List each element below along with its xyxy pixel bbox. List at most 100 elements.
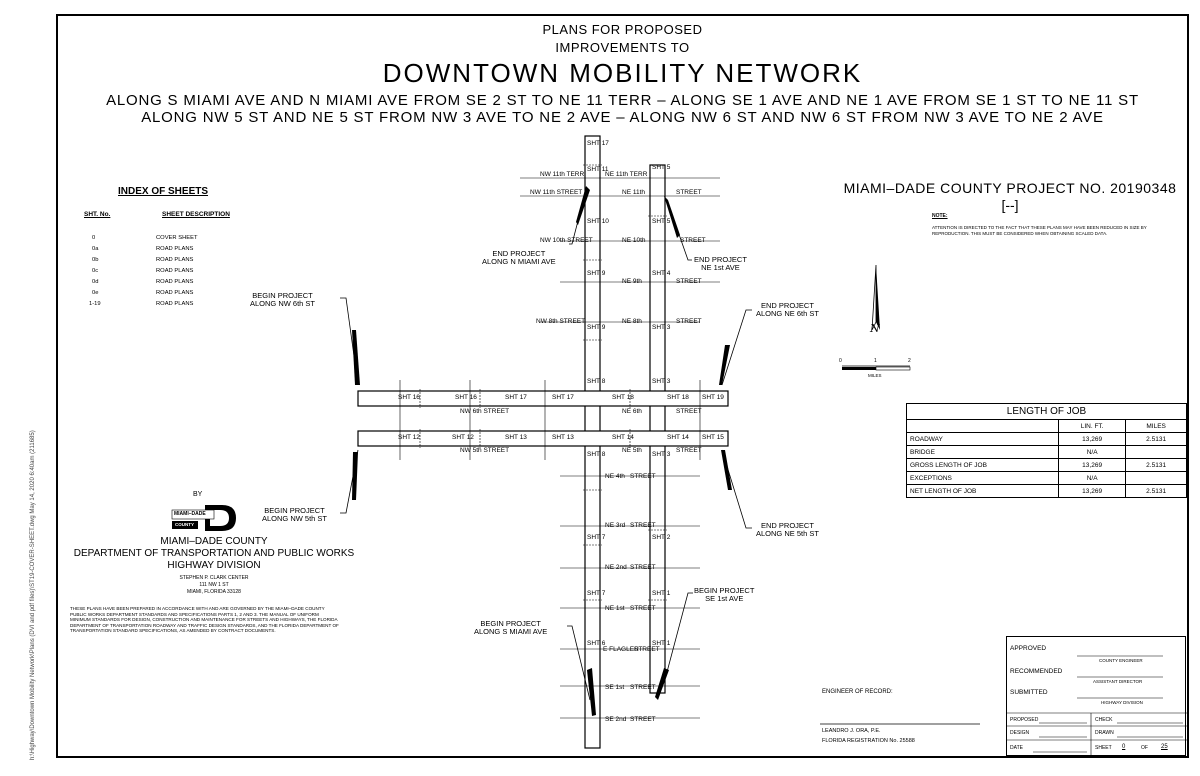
- index-row-no: 0: [92, 235, 96, 241]
- index-row-no: 0e: [92, 290, 99, 296]
- street-label: NW 10th STREET: [540, 237, 593, 244]
- col-lin-ft: LIN. FT.: [1057, 419, 1127, 433]
- row-ft: 13,269: [1057, 432, 1127, 446]
- sheet-label: SHT 18: [612, 394, 634, 401]
- label-line: ALONG NW 6th ST: [250, 299, 316, 308]
- sheet-label: SHT 15: [702, 434, 724, 441]
- row-miles: 2.5131: [1125, 484, 1187, 498]
- submitted-label: SUBMITTED: [1010, 689, 1048, 696]
- project-number-bracket: [--]: [1001, 197, 1019, 213]
- table-row: EXCEPTIONS N/A: [906, 471, 1187, 485]
- street-label: STREET: [630, 564, 656, 571]
- street-label: NE 3rd: [605, 522, 626, 529]
- label-line: BEGIN PROJECT: [252, 291, 313, 300]
- label-line: END PROJECT: [761, 301, 814, 310]
- index-row-desc: ROAD PLANS: [156, 279, 194, 285]
- street-label: SE 2nd: [605, 716, 627, 723]
- engineer-name: LEANDRO J. ORA, P.E.: [822, 728, 881, 734]
- sheet-label: SHT 16: [398, 394, 420, 401]
- scale-label-0: 0: [839, 358, 842, 364]
- index-row-no: 0c: [92, 268, 99, 274]
- label-line: ALONG NE 5th ST: [756, 529, 819, 538]
- length-of-job-table: LENGTH OF JOB LIN. FT. MILES ROADWAY 13,…: [906, 403, 1187, 498]
- row-ft: 13,269: [1057, 484, 1127, 498]
- sheet-label: SHT 17: [587, 140, 609, 147]
- street-label: STREET: [676, 318, 702, 325]
- street-label: E FLAGLER: [603, 646, 639, 653]
- sheet-label: SHT 1: [652, 640, 671, 647]
- index-row-desc: ROAD PLANS: [156, 301, 194, 307]
- sheet-label: SHT 7: [587, 534, 606, 541]
- table-row: BRIDGE N/A: [906, 445, 1187, 459]
- street-label: NW 8th STREET: [536, 318, 586, 325]
- sheet-label: SHT 5: [652, 218, 671, 225]
- street-label: STREET: [676, 278, 702, 285]
- sheet-label: SHT 2: [652, 534, 671, 541]
- sheet-label: SHT 8: [587, 378, 606, 385]
- sheet-label: SHT 11: [587, 166, 609, 173]
- row-label: ROADWAY: [906, 432, 1059, 446]
- agency-address-3: MIAMI, FLORIDA 33128: [187, 589, 241, 595]
- scale-label-2: 2: [908, 358, 911, 364]
- project-limits-2: ALONG NW 5 ST AND NE 5 ST FROM NW 3 AVE …: [141, 109, 1104, 126]
- county-engineer-label: COUNTY ENGINEER: [1099, 658, 1143, 663]
- label-line: ALONG N MIAMI AVE: [482, 257, 556, 266]
- label-line: NE 1st AVE: [701, 263, 740, 272]
- agency-name-2: DEPARTMENT OF TRANSPORTATION AND PUBLIC …: [73, 548, 355, 559]
- sheet-label: SHT 13: [552, 434, 574, 441]
- row-miles: [1125, 471, 1187, 485]
- sheet-label: SHT 8: [587, 451, 606, 458]
- scale-unit: MILES: [868, 373, 882, 378]
- sheet-total: 25: [1161, 744, 1168, 750]
- sheet-label: SHT 17: [505, 394, 527, 401]
- street-label: NE 5th: [622, 447, 642, 454]
- table-row: ROADWAY 13,269 2.5131: [906, 432, 1187, 446]
- index-col-description: SHEET DESCRIPTION: [162, 211, 230, 218]
- street-label: NE 8th: [622, 318, 642, 325]
- street-label: STREET: [680, 237, 706, 244]
- sheet-label: SHT 17: [552, 394, 574, 401]
- note-body: ATTENTION IS DIRECTED TO THE FACT THAT T…: [932, 225, 1147, 236]
- drawn-label: DRAWN: [1095, 730, 1114, 736]
- sheet-label: SHT 14: [612, 434, 634, 441]
- street-label: STREET: [630, 473, 656, 480]
- index-row-desc: ROAD PLANS: [156, 268, 194, 274]
- label-line: BEGIN PROJECT: [480, 619, 541, 628]
- street-label: NE 9th: [622, 278, 642, 285]
- street-label: NE 11th TERR: [605, 171, 648, 178]
- title-line-1: PLANS FOR PROPOSED: [542, 22, 703, 37]
- street-label: NW 6th STREET: [460, 408, 510, 415]
- row-label: BRIDGE: [906, 445, 1059, 459]
- agency-name-3: HIGHWAY DIVISION: [167, 560, 261, 571]
- check-label: CHECK: [1095, 717, 1113, 723]
- sheet-label: SHT 14: [667, 434, 689, 441]
- assistant-director-label: ASSISTANT DIRECTOR: [1093, 679, 1143, 684]
- note-heading: NOTE:: [932, 213, 948, 219]
- index-row-no: 0b: [92, 257, 99, 263]
- sheet-label: SHT 18: [667, 394, 689, 401]
- street-label: STREET: [676, 189, 702, 196]
- label-line: ALONG S MIAMI AVE: [474, 627, 548, 636]
- col-miles: MILES: [1125, 419, 1187, 433]
- of-label: OF: [1141, 745, 1148, 751]
- street-label: NW 11th STREET: [530, 189, 583, 196]
- date-label: DATE: [1010, 745, 1023, 751]
- street-label: NW 5th STREET: [460, 447, 510, 454]
- row-miles: [1125, 445, 1187, 459]
- row-miles: 2.5131: [1125, 458, 1187, 472]
- highway-division-label: HIGHWAY DIVISION: [1101, 700, 1143, 705]
- label-line: END PROJECT: [694, 255, 747, 264]
- logo-text-bottom: COUNTY: [175, 522, 194, 527]
- street-label: NE 4th: [605, 473, 625, 480]
- by-label: BY: [193, 491, 203, 498]
- street-label: NE 11th: [622, 189, 646, 196]
- engineer-of-record-label: ENGINEER OF RECORD:: [822, 689, 893, 695]
- project-title: DOWNTOWN MOBILITY NETWORK: [382, 58, 863, 88]
- row-miles: 2.5131: [1125, 432, 1187, 446]
